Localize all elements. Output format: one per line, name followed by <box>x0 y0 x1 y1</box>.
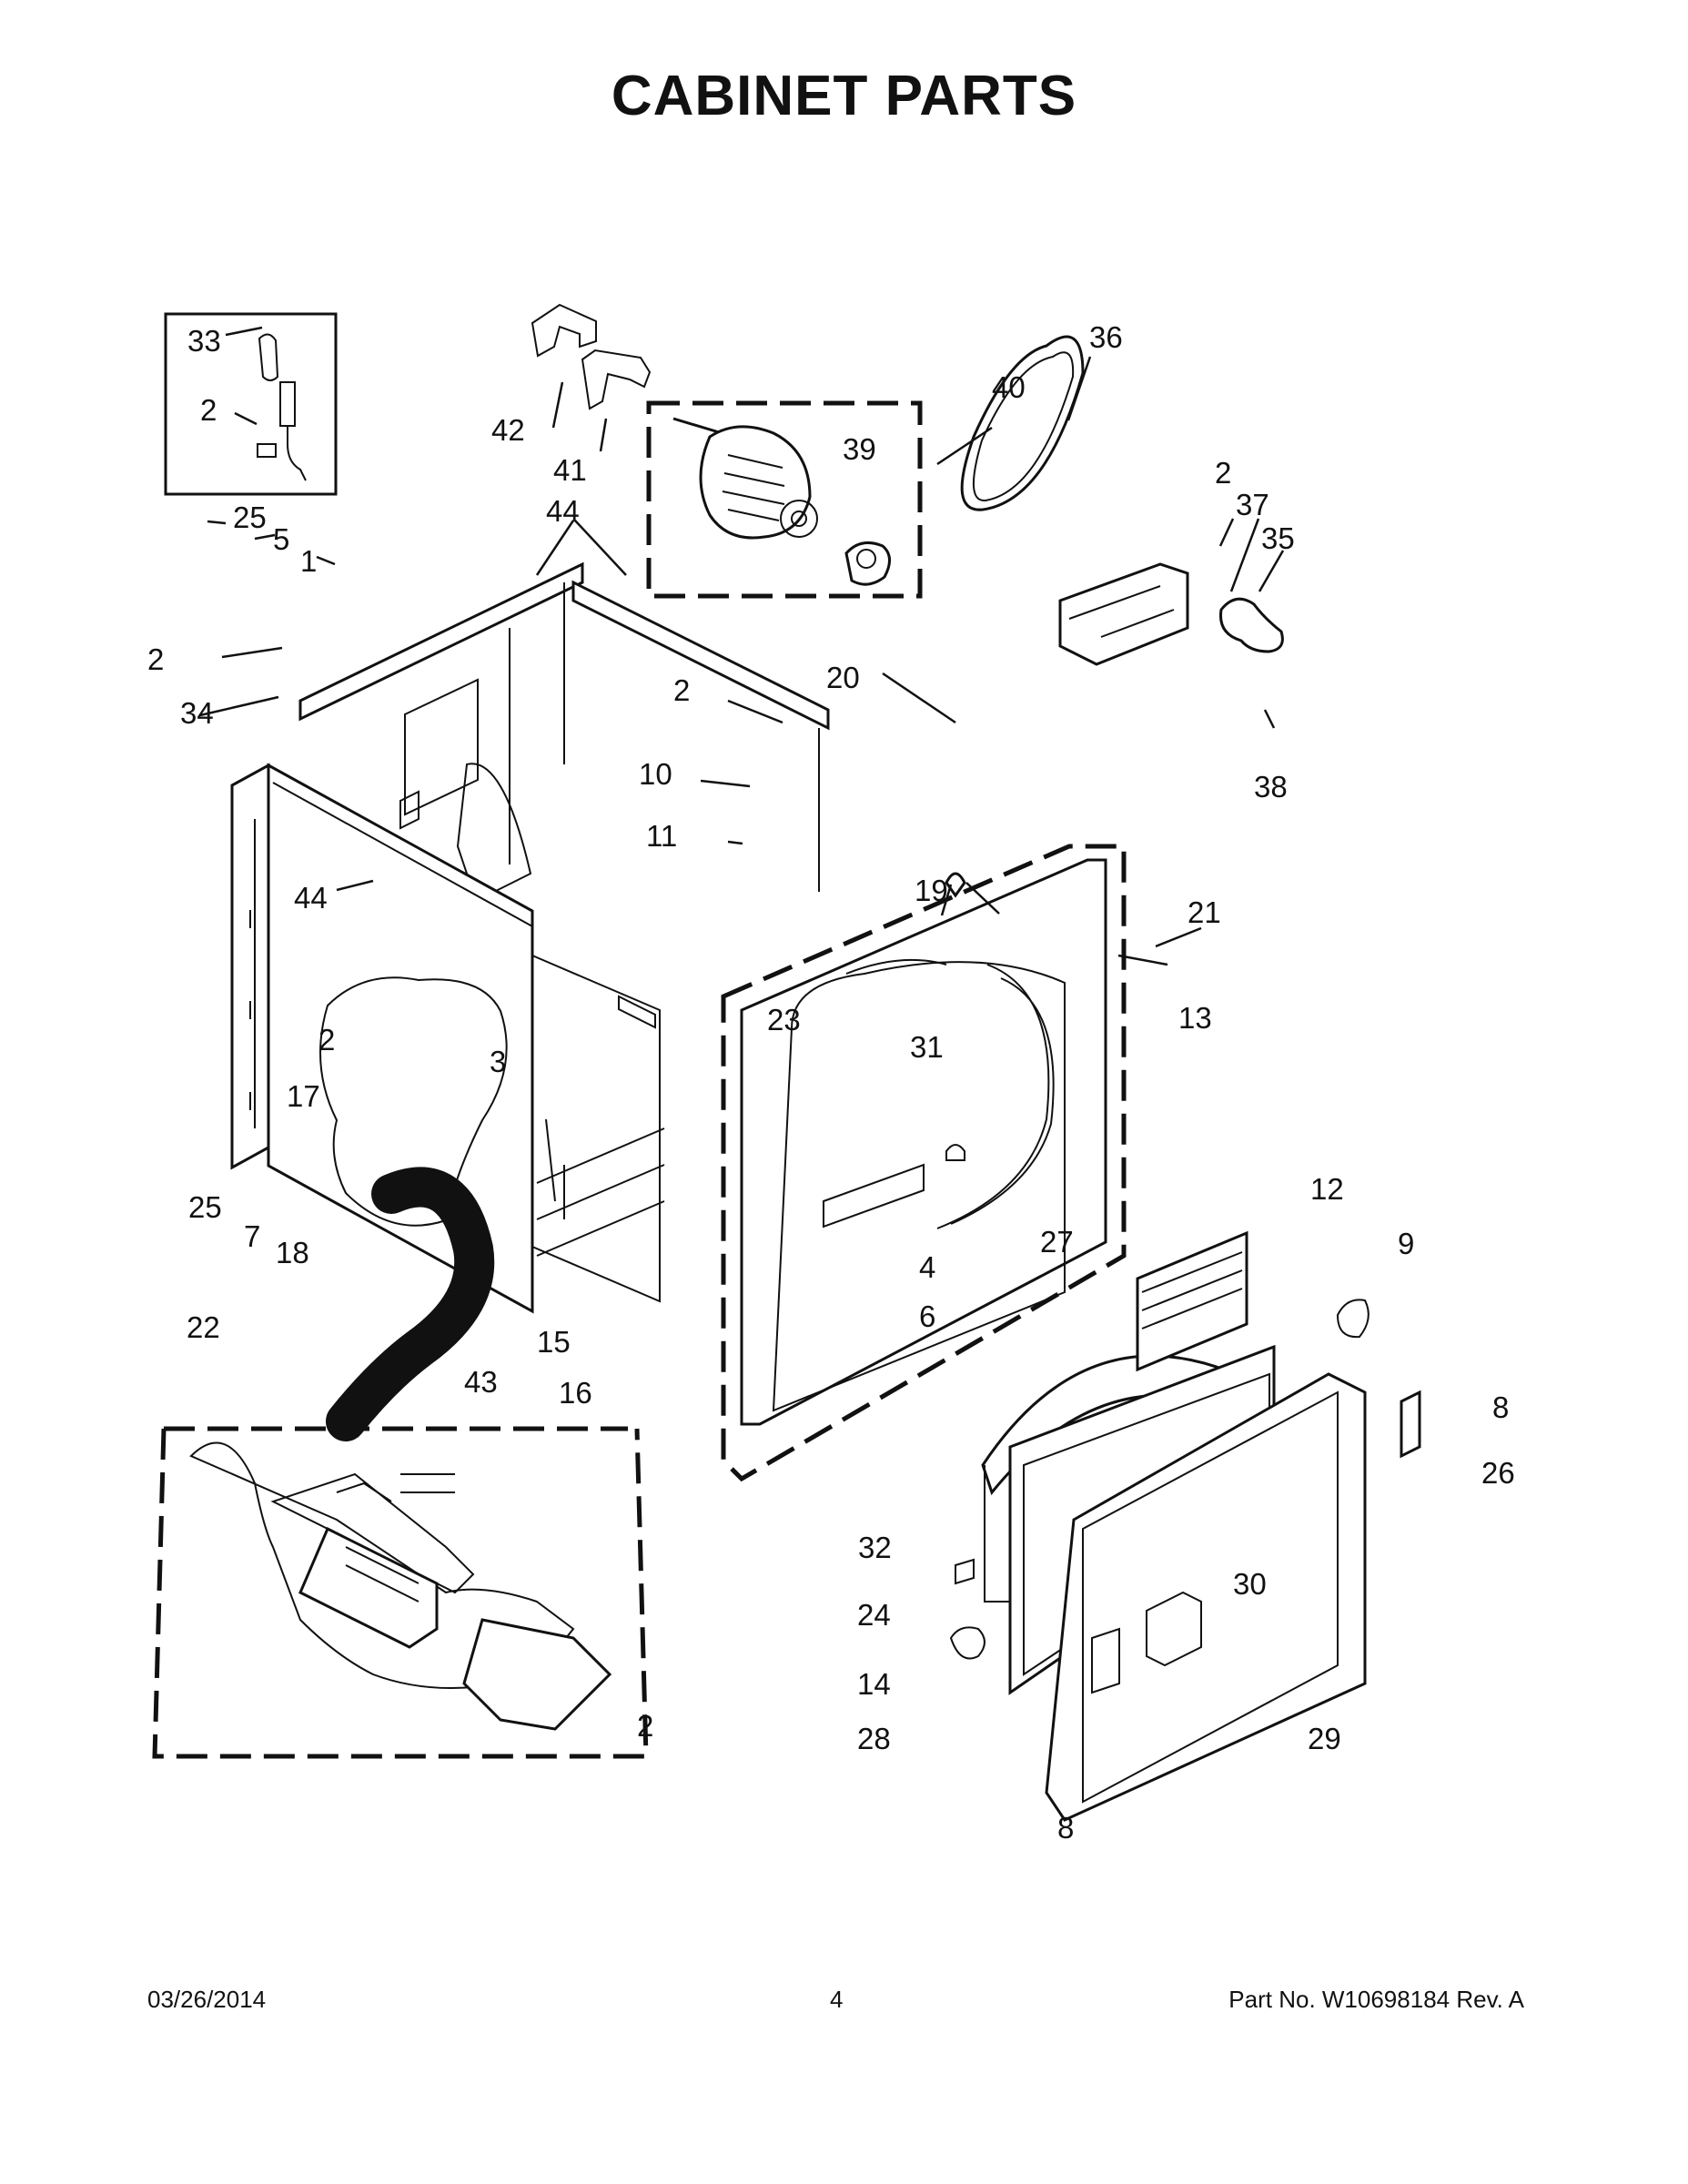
callout: 8 <box>1492 1390 1509 1424</box>
callout: 9 <box>1398 1227 1414 1260</box>
inset-box <box>164 312 338 496</box>
callout: 26 <box>1481 1456 1515 1490</box>
callout: 2 <box>147 642 164 676</box>
callout: 18 <box>276 1236 309 1269</box>
callout: 32 <box>858 1531 892 1564</box>
callout: 4 <box>919 1250 935 1284</box>
footer-page-number: 4 <box>830 1986 844 2013</box>
callout: 42 <box>491 413 525 447</box>
callout: 38 <box>1254 770 1288 804</box>
callout: 11 <box>646 819 677 853</box>
callout: 3 <box>490 1045 506 1078</box>
callout: 35 <box>1261 521 1295 555</box>
cabinet-body <box>230 561 830 1314</box>
callout: 34 <box>180 696 214 730</box>
callout: 37 <box>1236 488 1269 521</box>
callout: 28 <box>857 1722 891 1755</box>
callout: 14 <box>857 1667 891 1701</box>
callout: 2 <box>200 393 217 427</box>
motor-assembly-box <box>646 400 923 599</box>
callout: 2 <box>318 1023 335 1057</box>
footer-part-number: Part No. W10698184 Rev. A <box>1228 1986 1524 2013</box>
callout-labels: 33 2 25 5 1 2 34 42 41 44 40 39 36 2 37 … <box>147 320 1515 1845</box>
front-panel <box>721 844 1127 1482</box>
callout: 2 <box>673 673 690 707</box>
page-title: CABINET PARTS <box>611 65 1077 127</box>
callout: 21 <box>1188 895 1221 929</box>
callout: 44 <box>546 494 580 528</box>
callout: 6 <box>919 1299 935 1333</box>
callout: 36 <box>1089 320 1123 354</box>
burner-assembly-box <box>152 1426 649 1759</box>
callout: 16 <box>559 1376 592 1410</box>
callout: 10 <box>639 757 672 791</box>
callout: 40 <box>992 370 1026 404</box>
callout: 31 <box>910 1030 944 1064</box>
callout: 22 <box>187 1310 220 1344</box>
callout: 44 <box>294 881 328 915</box>
callout: 12 <box>1310 1172 1344 1206</box>
callout: 5 <box>273 522 289 556</box>
drive-belt <box>960 335 1085 511</box>
callout: 13 <box>1178 1001 1212 1035</box>
callout: 41 <box>553 453 587 487</box>
exhaust-hose <box>326 1167 495 1441</box>
callout: 27 <box>1040 1225 1074 1259</box>
callout: 15 <box>537 1325 571 1359</box>
callout: 24 <box>857 1598 891 1632</box>
callout: 2 <box>1215 456 1231 490</box>
callout: 25 <box>233 500 267 534</box>
callout: 2 <box>637 1709 653 1743</box>
footer-date: 03/26/2014 <box>147 1986 267 2013</box>
callout: 39 <box>843 432 876 466</box>
callout: 7 <box>244 1219 260 1253</box>
callout: 25 <box>188 1190 222 1224</box>
callout: 30 <box>1233 1567 1267 1601</box>
callout: 19 <box>915 874 948 907</box>
callout: 29 <box>1308 1722 1341 1755</box>
callout: 33 <box>187 324 221 358</box>
idler-assembly <box>1058 562 1284 666</box>
callout: 17 <box>287 1079 320 1113</box>
callout: 8 <box>1057 1811 1074 1845</box>
leader-lines <box>199 326 1285 966</box>
top-brackets <box>531 303 652 410</box>
callout: 20 <box>826 661 860 694</box>
callout: 23 <box>767 1003 801 1036</box>
small-parts <box>945 872 1421 1660</box>
callout: 1 <box>300 544 317 578</box>
door-assembly <box>981 1344 1367 1822</box>
callout: 43 <box>464 1365 498 1399</box>
